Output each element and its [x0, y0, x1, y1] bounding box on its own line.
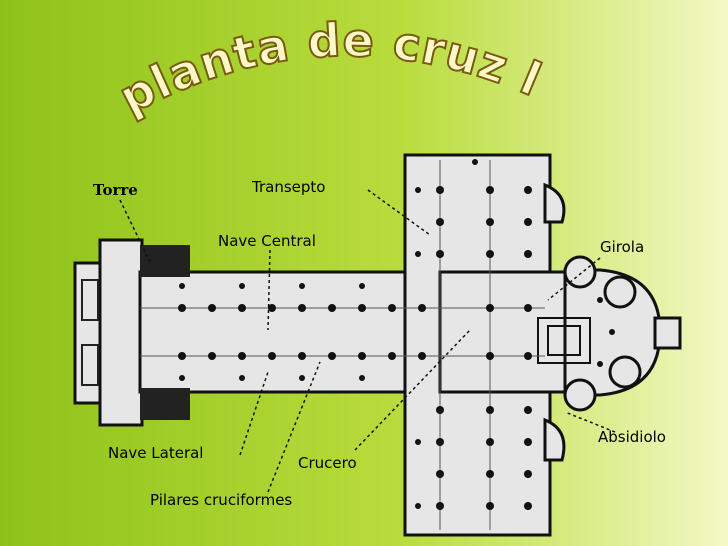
transept-pillars	[415, 159, 532, 510]
label-pilares-cruciformes: Pilares cruciformes	[150, 491, 292, 509]
tower-hatching	[81, 245, 190, 420]
choir-pillars	[486, 297, 615, 367]
slide-title: planta de cruz latina	[82, 0, 549, 126]
label-crucero: Crucero	[298, 454, 357, 472]
label-nave-lateral: Nave Lateral	[108, 444, 203, 462]
nave-pillars	[178, 283, 426, 381]
altar	[537, 317, 591, 364]
label-absidiolo: Absidiolo	[598, 428, 666, 446]
radiating-chapels	[543, 182, 682, 462]
label-torre: Torre	[93, 181, 138, 199]
label-girola: Girola	[600, 238, 644, 256]
label-transepto: Transepto	[251, 178, 325, 196]
label-nave-central: Nave Central	[218, 232, 316, 250]
plan-walls	[73, 153, 662, 537]
leader-lines	[119, 189, 616, 493]
